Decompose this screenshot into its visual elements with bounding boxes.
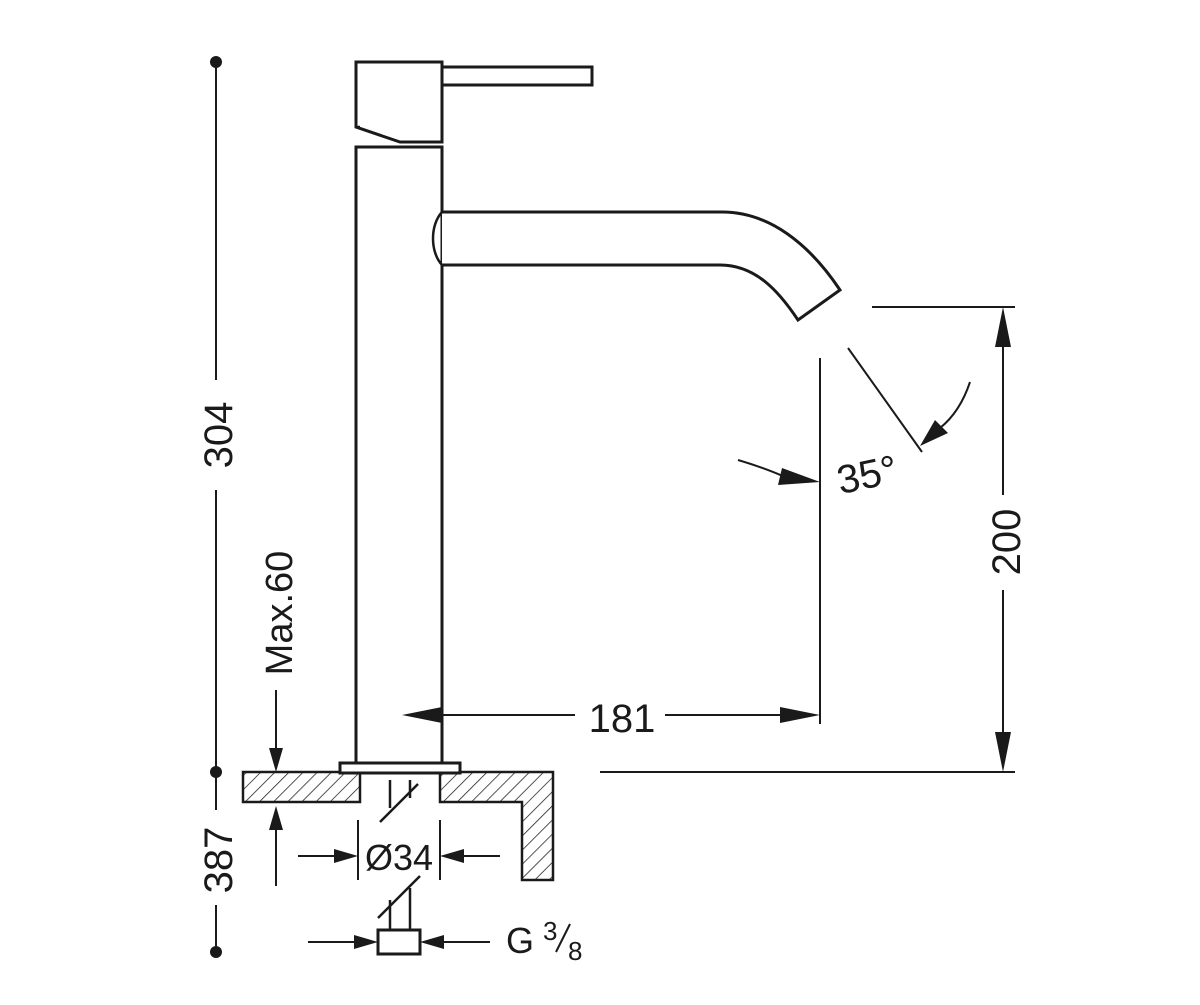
below-counter-label: 387: [197, 827, 241, 894]
total-height-label: 304: [197, 402, 241, 469]
supply-pipe: [376, 780, 422, 956]
counter-left-section: [241, 770, 362, 804]
connection-thread-dimension: G 3 8: [308, 916, 582, 966]
counter-right-section: [438, 770, 555, 882]
spray-angle-dimension: 35°: [737, 347, 971, 503]
connection-thread-denominator: 8: [568, 936, 582, 966]
spout-height-label: 200: [985, 509, 1029, 576]
handle-cap: [354, 60, 444, 144]
faucet-column: [354, 145, 444, 765]
dimension-endpoint-bottom: [210, 946, 222, 958]
hole-diameter-dimension: Ø34: [298, 820, 500, 880]
spray-angle-label: 35°: [833, 447, 901, 503]
below-counter-dimension: 387: [197, 772, 241, 958]
arrow-up: [269, 806, 283, 830]
faucet-spout: [442, 210, 843, 323]
spout-height-dimension: 200: [872, 306, 1029, 772]
connection-thread-numerator: 3: [543, 916, 557, 946]
spout-reach-label: 181: [589, 697, 656, 741]
arrow-down: [269, 748, 283, 772]
counter-section: [241, 770, 1015, 882]
connection-fitting: [376, 928, 422, 956]
base-flange: [338, 761, 462, 775]
total-height-dimension: 304: [197, 56, 241, 778]
max-counter-thickness-label: Max.60: [259, 551, 301, 676]
faucet-body: [338, 60, 843, 775]
spout-reach-dimension: 181: [402, 358, 821, 741]
handle-lever: [440, 65, 594, 87]
max-counter-thickness-dimension: Max.60: [259, 551, 301, 886]
hole-diameter-label: Ø34: [365, 837, 433, 878]
connection-thread-label: G: [506, 920, 534, 961]
